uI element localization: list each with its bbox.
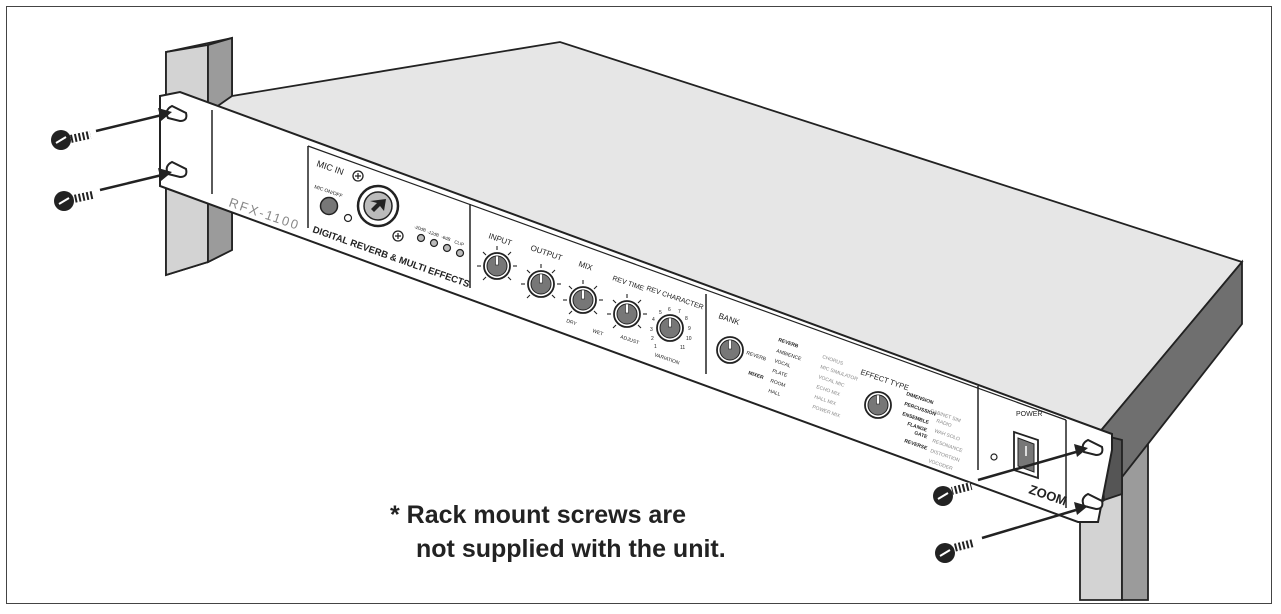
arrow-line xyxy=(95,113,163,133)
level-led-12db xyxy=(429,238,439,248)
level-led-6db xyxy=(442,243,452,253)
variation-number: 8 xyxy=(685,316,688,322)
variation-number: 10 xyxy=(686,336,692,342)
level-label-6db: -6dB xyxy=(441,234,452,242)
arrow-head-icon xyxy=(1074,502,1088,515)
screw-thread-icon xyxy=(70,130,92,143)
variation-number: 2 xyxy=(651,336,654,342)
mic-onoff-button[interactable] xyxy=(319,196,339,216)
level-led-clip xyxy=(455,248,465,258)
bank-knob[interactable] xyxy=(716,336,744,364)
level-label-20db: -20dB xyxy=(414,224,427,233)
power-led xyxy=(990,453,998,461)
mic-in-section: MIC IN MIC ON/OFF -20dB -12dB -6dB CLIP xyxy=(313,158,465,258)
level-label-12db: -12dB xyxy=(427,229,440,238)
screws-note-line2: not supplied with the unit. xyxy=(416,535,726,563)
power-section: POWER ZOOM xyxy=(990,411,1069,509)
variation-number: 5 xyxy=(659,310,662,316)
input-knob[interactable] xyxy=(477,246,517,281)
effect-type-knob[interactable] xyxy=(864,391,892,419)
effect-right-item: RADIO xyxy=(935,418,952,429)
level-label-clip: CLIP xyxy=(454,239,465,247)
mix-wet-label: WET xyxy=(591,328,603,337)
power-label: POWER xyxy=(1016,411,1042,418)
screw-top-left xyxy=(51,108,172,150)
effect-dial-label: GATE xyxy=(913,430,928,440)
variation-number: 4 xyxy=(652,317,655,323)
mix-knob[interactable] xyxy=(563,280,603,315)
variation-number: 7 xyxy=(678,309,681,315)
arrow-line xyxy=(977,450,1077,482)
screw-thread-icon xyxy=(73,190,95,203)
mic-led xyxy=(343,213,353,223)
screw-thread-icon xyxy=(951,482,973,495)
variation-number: 9 xyxy=(688,326,691,332)
effect-left-item: HALL xyxy=(767,388,781,398)
rev-character-knob[interactable] xyxy=(656,314,684,342)
arrow-line xyxy=(99,173,163,192)
effect-left-item: ROOM xyxy=(769,378,786,389)
effect-left-item: PLATE xyxy=(771,368,788,379)
screws-note-line1: * Rack mount screws are xyxy=(390,501,686,529)
variation-number: 6 xyxy=(668,307,671,313)
rev-time-knob[interactable] xyxy=(607,294,647,329)
level-led-20db xyxy=(416,233,426,243)
arrow-line xyxy=(981,508,1077,540)
output-knob[interactable] xyxy=(521,264,561,299)
effect-left-item: VOCAL xyxy=(773,358,791,369)
bank-mixer-label: MIXER xyxy=(747,370,764,381)
variation-number: 1 xyxy=(654,344,657,350)
screws-note: * Rack mount screws are not supplied wit… xyxy=(390,498,726,566)
power-switch[interactable] xyxy=(1013,430,1039,480)
screw-bottom-left xyxy=(54,168,172,211)
mix-dry-label: DRY xyxy=(565,318,577,327)
variation-number: 3 xyxy=(650,327,653,333)
variation-number: 11 xyxy=(680,345,685,351)
arrow-head-icon xyxy=(158,108,172,121)
screw-thread-icon xyxy=(953,539,975,552)
arrow-head-icon xyxy=(158,168,172,181)
arrow-head-icon xyxy=(1074,444,1088,457)
screw-bottom-right xyxy=(935,502,1088,563)
screw-top-right xyxy=(933,444,1088,506)
